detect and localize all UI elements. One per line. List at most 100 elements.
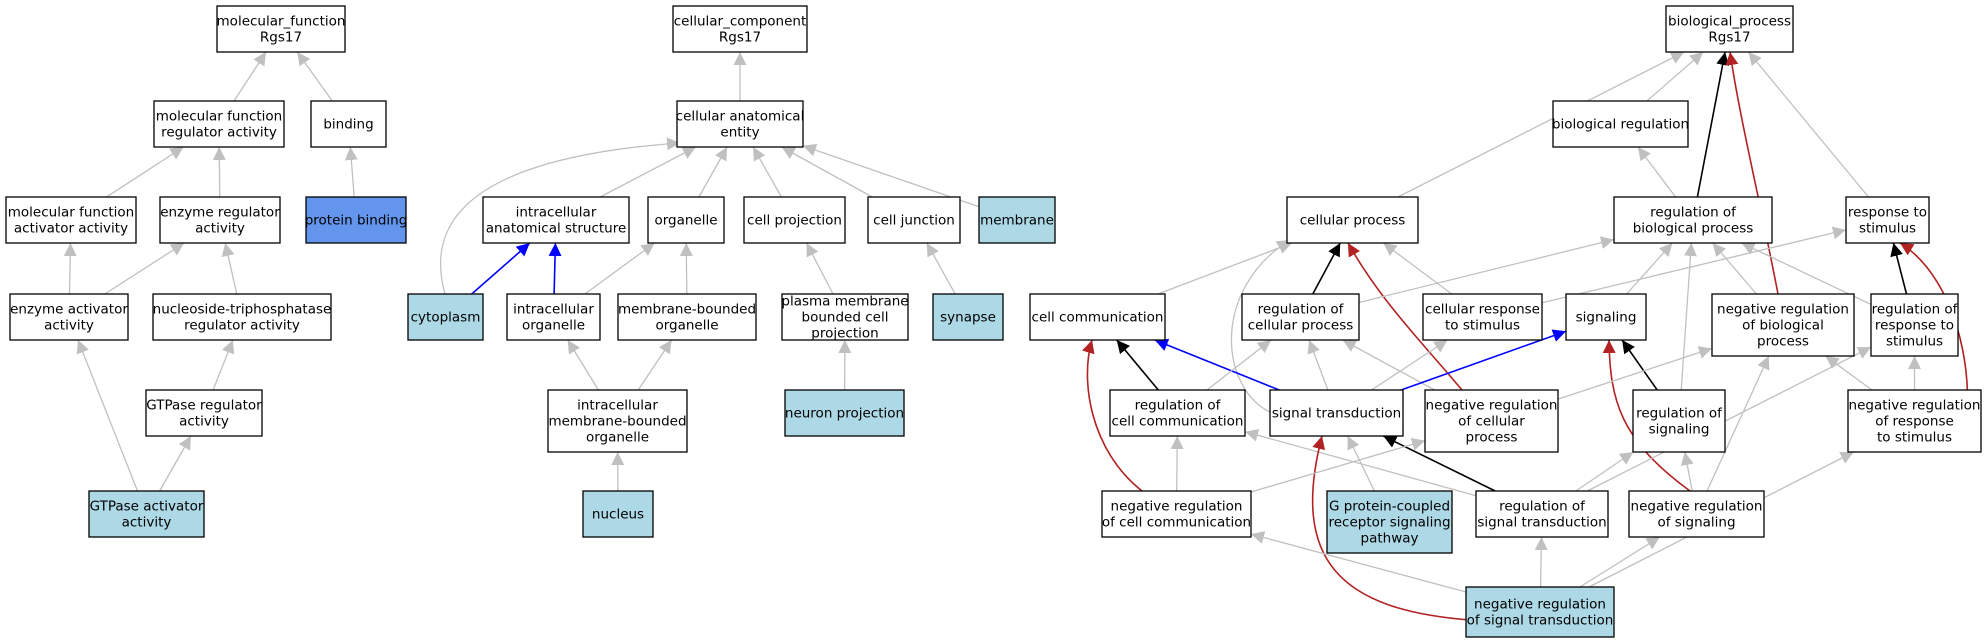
node-box [1109,389,1246,437]
node-cp[interactable]: cell projection [743,196,846,244]
edge-is-a-ias-to-cae [599,146,697,198]
node-label-line: to stimulus [1445,317,1520,333]
node-label-line: response to [1848,204,1927,220]
node-np[interactable]: neuron projection [784,389,905,437]
edge-negatively-regulates-nrst-to-st [1311,435,1471,621]
node-label-line: Rgs17 [1708,29,1750,45]
edge-is-a-nrcc-to-rocc [1170,435,1184,492]
edge-is-a-mfaa-to-mfra [106,146,184,198]
edge-is-a-ros-to-robp [1680,242,1697,391]
node-cj[interactable]: cell junction [867,196,961,244]
node-box [1424,389,1559,453]
node-label-line: molecular function [156,108,282,124]
node-cellp[interactable]: cellular process [1286,196,1419,244]
node-box [743,196,846,244]
edge-is-a-cellp-to-bp [1397,51,1685,198]
node-label-line: cell projection [747,212,842,228]
edge-negatively-regulates-nrcp-to-cellp [1347,242,1463,391]
node-box [547,389,688,453]
node-syn[interactable]: synapse [932,293,1004,341]
edge-is-a-mbo-to-org [679,242,693,295]
node-box [88,490,205,538]
node-label-line: G protein-coupled [1329,498,1450,514]
node-label-line: enzyme activator [10,301,128,317]
node-pb[interactable]: protein binding [305,196,408,244]
node-box [1286,196,1419,244]
edge-negatively-regulates-nrbp-to-bp [1725,51,1779,295]
node-label-line: of cellular [1458,413,1525,429]
node-st[interactable]: signal transduction [1269,389,1404,437]
node-nuc[interactable]: nucleus [582,490,654,538]
node-label-line: regulator activity [184,317,300,333]
node-label-line: of response [1875,413,1954,429]
edge-is-a-nrrs-to-nrbp [1825,355,1873,391]
node-sig[interactable]: signaling [1565,293,1647,341]
node-org[interactable]: organelle [647,196,725,244]
node-cyto[interactable]: cytoplasm [407,293,484,341]
edge-is-a-crts-to-rts [1541,226,1847,304]
node-binding[interactable]: binding [310,100,387,148]
node-label-line: of signal transduction [1467,612,1614,628]
node-label-line: regulation of [1636,405,1723,421]
edge-is-a-era-to-mfra [212,146,226,198]
node-label-line: cellular response [1425,301,1540,317]
node-label-line: biological process [1633,220,1754,236]
edge-is-a-pb-to-binding [344,146,358,198]
node-ccom[interactable]: cell communication [1029,293,1166,341]
edge-regulates-robp-to-bp [1696,51,1730,198]
edge-is-a-nrst-to-nros [1579,536,1661,588]
edge-negatively-regulates-nrcc-to-ccom [1082,339,1143,492]
node-label-line: organelle [586,429,649,445]
edge-is-a-nrcp-to-rocp [1342,339,1435,391]
node-box [1665,5,1794,53]
node-label-line: stimulus [1886,333,1943,349]
node-label-line: signal transduction [1272,405,1401,421]
node-label-line: membrane [980,212,1054,228]
edge-is-a-nrst-to-rost [1534,536,1548,588]
node-label-line: negative regulation [1474,596,1606,612]
node-box [1628,490,1765,538]
node-box [676,100,804,148]
node-breg[interactable]: biological regulation [1552,100,1689,148]
node-box [305,196,407,244]
node-label-line: anatomical structure [486,220,627,236]
node-label-line: cell communication [1032,309,1164,325]
node-label-line: activator activity [14,220,128,236]
node-box [1422,293,1543,341]
node-label-line: projection [811,325,878,341]
node-mem[interactable]: membrane [978,196,1056,244]
node-box [932,293,1004,341]
